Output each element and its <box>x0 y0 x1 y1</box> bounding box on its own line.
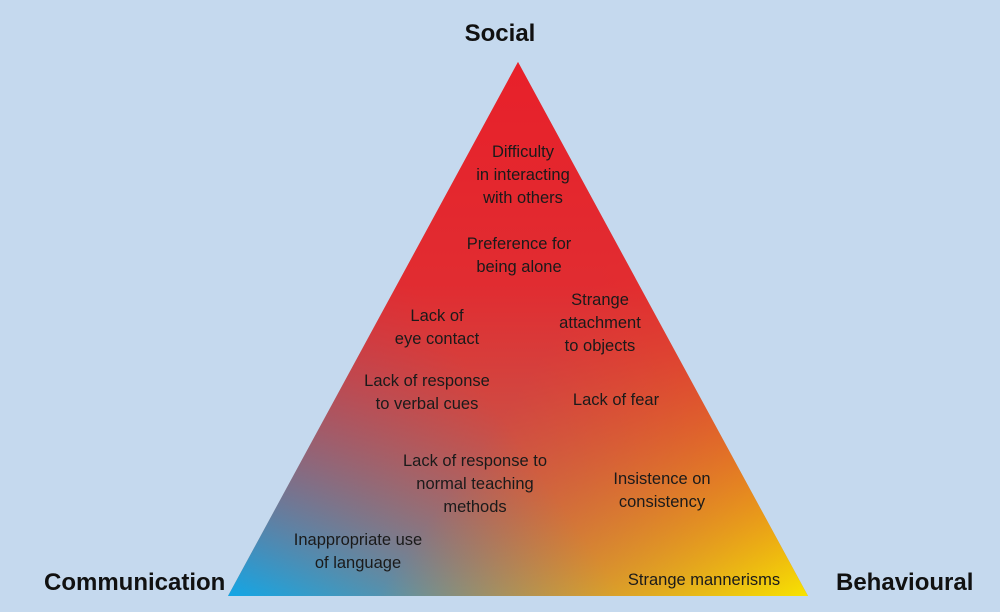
trait-line: Lack of response <box>364 372 490 390</box>
corner-label-behavioural: Behavioural <box>836 569 974 596</box>
corner-label-communication: Communication <box>44 569 226 596</box>
trait-preference-alone: Preference for being alone <box>467 233 572 279</box>
trait-difficulty-interacting: Difficulty in interacting with others <box>476 141 570 210</box>
trait-line: Lack of response to <box>402 452 548 470</box>
trait-line: to verbal cues <box>375 395 479 413</box>
trait-line: Preference for <box>466 235 572 253</box>
trait-line: methods <box>443 498 507 516</box>
trait-line: consistency <box>618 493 706 511</box>
trait-line: in interacting <box>476 166 570 184</box>
corner-label-social: Social <box>464 20 536 47</box>
trait-line: Strange <box>571 291 629 309</box>
trait-lack-eye-contact: Lack of eye contact <box>395 305 479 351</box>
trait-inappropriate-language: Inappropriate use of language <box>294 529 422 575</box>
trait-line: Difficulty <box>491 143 555 161</box>
trait-lack-fear: Lack of fear <box>573 389 659 412</box>
trait-line: attachment <box>559 314 641 332</box>
trait-line: normal teaching <box>416 475 534 493</box>
trait-line: Strange mannerisms <box>627 571 781 589</box>
trait-line: Inappropriate use <box>293 531 423 549</box>
trait-line: of language <box>314 554 402 572</box>
trait-insistence-consistency: Insistence on consistency <box>613 468 710 514</box>
trait-line: eye contact <box>394 330 480 348</box>
trait-line: being alone <box>476 258 562 276</box>
trait-line: Lack of <box>410 307 464 325</box>
trait-line: to objects <box>564 337 636 355</box>
trait-strange-attachment: Strange attachment to objects <box>559 289 641 358</box>
trait-strange-mannerisms: Strange mannerisms <box>628 569 780 592</box>
trait-line: Insistence on <box>613 470 711 488</box>
triangle-social-shade <box>228 62 808 596</box>
trait-line: Lack of fear <box>572 391 660 409</box>
trait-line: with others <box>483 189 563 207</box>
trait-lack-response-verbal: Lack of response to verbal cues <box>364 370 490 416</box>
trait-lack-response-teaching: Lack of response to normal teaching meth… <box>403 450 547 519</box>
